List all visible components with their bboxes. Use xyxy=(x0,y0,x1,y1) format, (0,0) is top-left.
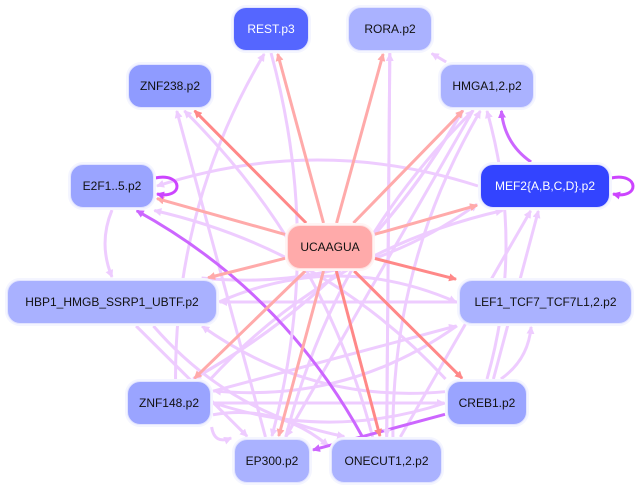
edge-znf148-to-ep300 xyxy=(210,426,233,445)
edge-ucaagua-to-e2f xyxy=(155,196,286,236)
edge-ucaagua-to-ep300 xyxy=(276,270,325,438)
edge-ucaagua-to-onecut xyxy=(334,270,382,437)
edge-creb1-to-e2f xyxy=(153,208,447,381)
node-label: ONECUT1,2.p2 xyxy=(344,454,429,468)
edge-ucaagua-to-znf148 xyxy=(193,269,307,380)
edge-ucaagua-to-mef2 xyxy=(374,203,479,236)
edge-ucaagua-to-creb1 xyxy=(353,269,464,380)
edge-e2f-to-hbp1 xyxy=(103,209,114,278)
node-znf148[interactable]: ZNF148.p2 xyxy=(127,381,211,425)
edge-ucaagua-to-rora xyxy=(335,52,386,224)
node-label: ZNF148.p2 xyxy=(138,396,200,410)
node-onecut[interactable]: ONECUT1,2.p2 xyxy=(331,439,442,483)
node-rora[interactable]: RORA.p2 xyxy=(348,7,432,51)
node-ep300[interactable]: EP300.p2 xyxy=(234,439,310,483)
edge-hmga-to-ep300 xyxy=(284,109,475,437)
node-hmga[interactable]: HMGA1,2.p2 xyxy=(440,64,534,108)
node-label: ZNF238.p2 xyxy=(139,79,201,93)
node-e2f[interactable]: E2F1..5.p2 xyxy=(70,164,154,208)
node-label: CREB1.p2 xyxy=(458,396,516,410)
edge-ucaagua-to-hbp1 xyxy=(207,256,286,280)
node-creb1[interactable]: CREB1.p2 xyxy=(447,381,527,425)
node-label: RORA.p2 xyxy=(364,22,416,36)
edge-ucaagua-to-hmga xyxy=(352,109,464,225)
edge-ucaagua-to-znf238 xyxy=(193,109,308,225)
node-label: HMGA1,2.p2 xyxy=(452,79,522,93)
edge-hmga-to-rora xyxy=(430,52,447,64)
node-label: EP300.p2 xyxy=(245,454,299,468)
node-label: MEF2{A,B,C,D}.p2 xyxy=(494,179,596,193)
node-label: HBP1_HMGB_SSRP1_UBTF.p2 xyxy=(25,295,199,309)
node-ucaagua[interactable]: UCAAGUA xyxy=(287,225,373,269)
edge-rora-to-onecut xyxy=(382,52,392,437)
edge-creb1-to-znf148 xyxy=(213,401,446,424)
node-lef1[interactable]: LEF1_TCF7_TCF7L1,2.p2 xyxy=(459,280,632,324)
node-label: UCAAGUA xyxy=(300,240,360,254)
node-rest[interactable]: REST.p3 xyxy=(233,7,309,51)
edge-mef2-to-hmga xyxy=(498,109,532,164)
self-loop-edge-mef2 xyxy=(610,175,635,200)
node-hbp1[interactable]: HBP1_HMGB_SSRP1_UBTF.p2 xyxy=(7,280,217,324)
edge-hbp1-to-onecut xyxy=(152,325,346,440)
edge-creb1-to-lef1 xyxy=(500,325,535,381)
node-label: LEF1_TCF7_TCF7L1,2.p2 xyxy=(474,295,617,309)
edge-znf148-to-lef1 xyxy=(212,323,457,393)
edge-onecut-to-mef2 xyxy=(399,209,532,438)
edge-ucaagua-to-lef1 xyxy=(374,257,457,282)
edge-ucaagua-to-rest xyxy=(275,53,325,224)
edge-creb1-to-hmga xyxy=(485,110,508,380)
node-mef2[interactable]: MEF2{A,B,C,D}.p2 xyxy=(480,164,610,208)
node-label: E2F1..5.p2 xyxy=(82,179,142,193)
self-loop-edge-e2f xyxy=(154,175,179,200)
node-label: REST.p3 xyxy=(247,22,295,36)
node-znf238[interactable]: ZNF238.p2 xyxy=(128,64,212,108)
